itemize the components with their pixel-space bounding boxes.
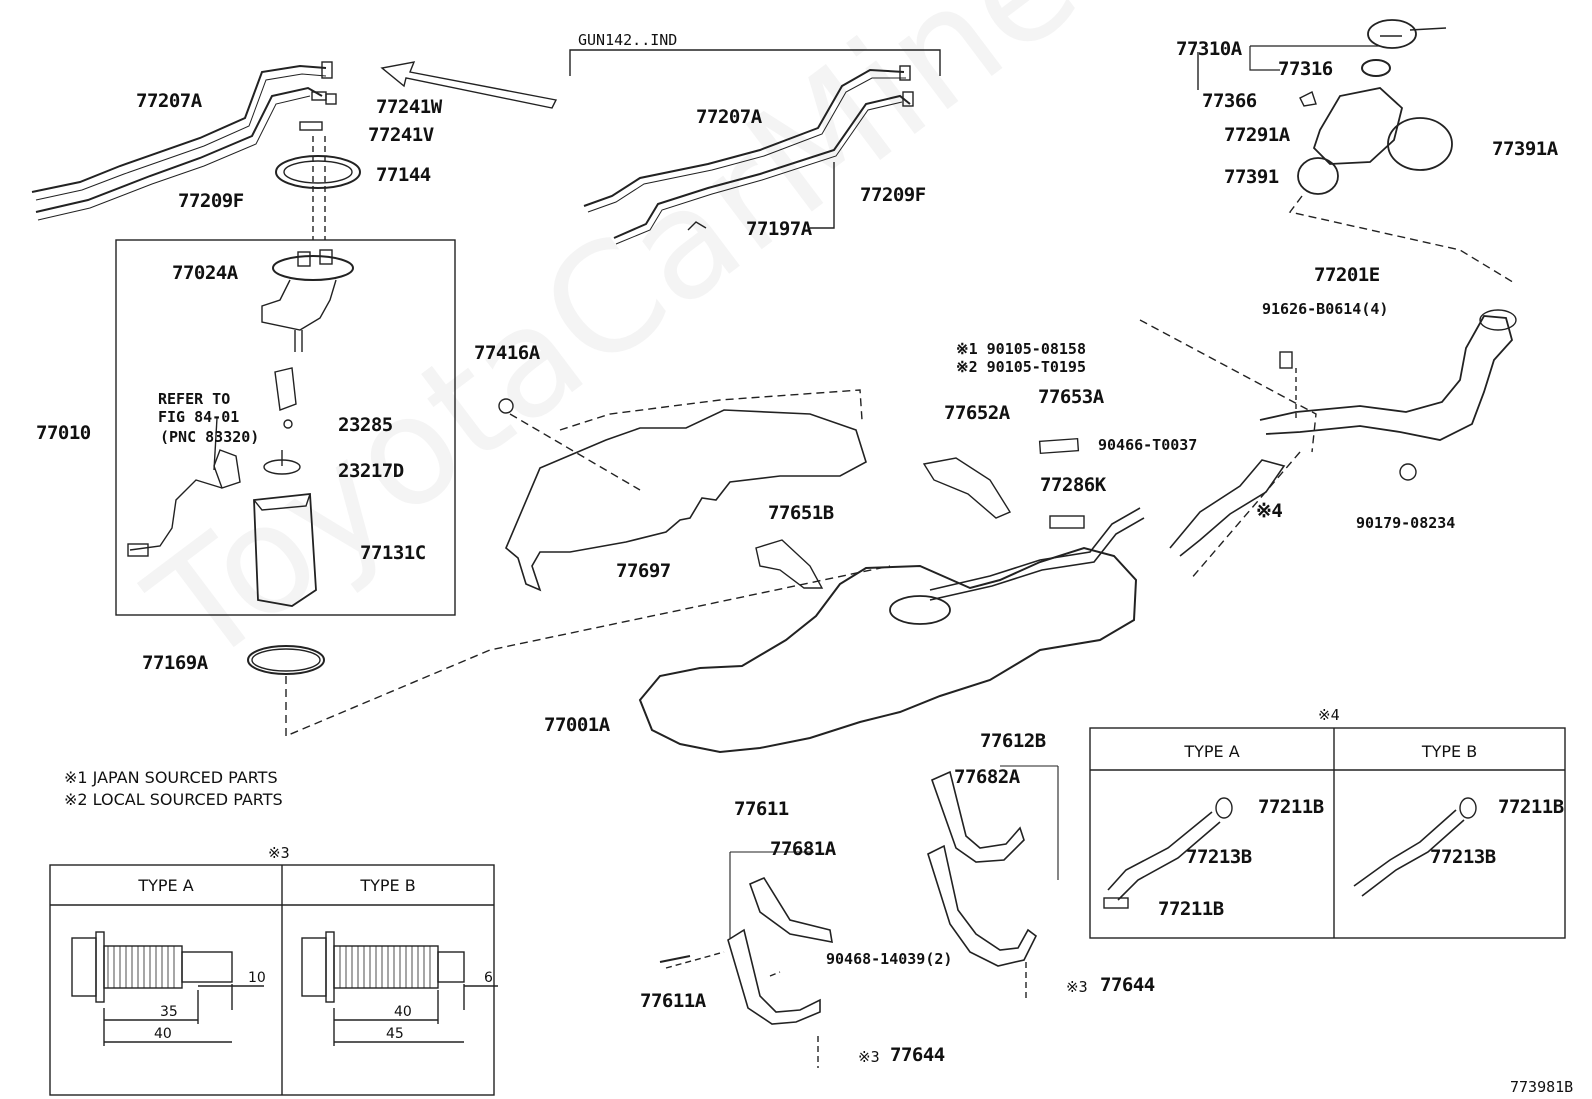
part-label-23217D[interactable]: 23217D xyxy=(338,460,404,482)
ref-bracket xyxy=(569,49,941,76)
bolt-label-japan[interactable]: ※1 90105-08158 xyxy=(956,340,1086,358)
bolt-type-a xyxy=(71,931,264,1046)
retainer-ring-77144 xyxy=(275,155,361,189)
fuel-pump-assy xyxy=(127,249,354,607)
bolt-type-b xyxy=(301,931,498,1046)
part-label-77286K[interactable]: 77286K xyxy=(1040,474,1106,496)
part-label-90179[interactable]: 90179-08234 xyxy=(1356,514,1456,532)
t4-b-part-77211B[interactable]: 77211B xyxy=(1498,796,1564,818)
part-label-77010[interactable]: 77010 xyxy=(36,422,91,444)
part-label-77310A[interactable]: 77310A xyxy=(1176,38,1242,60)
straps xyxy=(727,770,1038,1025)
part-label-77197A[interactable]: 77197A xyxy=(746,218,812,240)
dim-a-40: 40 xyxy=(154,1026,172,1042)
table4-type-b: TYPE B xyxy=(1421,742,1478,761)
table3-type-a: TYPE A xyxy=(138,876,194,895)
part-label-77653A[interactable]: 77653A xyxy=(1038,386,1104,408)
fuel-line-left xyxy=(31,61,333,221)
clips-77241 xyxy=(299,91,337,131)
part-label-77024A[interactable]: 77024A xyxy=(172,262,238,284)
direction-arrow xyxy=(380,61,558,109)
part-label-77391[interactable]: 77391 xyxy=(1224,166,1279,188)
part-label-77652A[interactable]: 77652A xyxy=(944,402,1010,424)
part-label-77207A[interactable]: 77207A xyxy=(136,90,202,112)
dim-b-45: 45 xyxy=(386,1026,404,1042)
note-local-sourced: ※2 LOCAL SOURCED PARTS xyxy=(64,790,283,809)
part-label-77682A[interactable]: 77682A xyxy=(954,766,1020,788)
filler-cap-group xyxy=(1297,19,1453,195)
mark-3-label-b: ※3 xyxy=(1066,978,1088,996)
strip-77651B xyxy=(755,539,824,589)
part-label-77644-right[interactable]: 77644 xyxy=(1100,974,1155,996)
part-label-77241V[interactable]: 77241V xyxy=(368,124,434,146)
part-label-77209F[interactable]: 77209F xyxy=(178,190,244,212)
part-label-77207A-right[interactable]: 77207A xyxy=(696,106,762,128)
dim-b-40: 40 xyxy=(394,1004,412,1020)
figure-code: 773981B xyxy=(1510,1078,1574,1096)
part-label-77366[interactable]: 77366 xyxy=(1202,90,1257,112)
ref-line-2: FIG 84-01 xyxy=(158,408,240,426)
part-label-77697[interactable]: 77697 xyxy=(616,560,671,582)
t4-a-part-77213B[interactable]: 77213B xyxy=(1186,846,1252,868)
part-label-77611A[interactable]: 77611A xyxy=(640,990,706,1012)
strip-77652A xyxy=(922,457,1012,519)
ref-line-3: (PNC 83320) xyxy=(160,428,260,446)
part-label-77209F-right[interactable]: 77209F xyxy=(860,184,926,206)
part-label-77169A[interactable]: 77169A xyxy=(142,652,208,674)
part-label-77611[interactable]: 77611 xyxy=(734,798,789,820)
fuel-pump-box xyxy=(115,239,456,616)
gasket-77169A xyxy=(247,645,325,675)
fuel-tank-77001A xyxy=(638,459,1286,754)
part-label-77651B[interactable]: 77651B xyxy=(768,502,834,524)
t4-a-part-77211B-top[interactable]: 77211B xyxy=(1258,796,1324,818)
part-label-77681A[interactable]: 77681A xyxy=(770,838,836,860)
protector-77697 xyxy=(505,409,867,592)
part-label-77612B[interactable]: 77612B xyxy=(980,730,1046,752)
part-label-77144[interactable]: 77144 xyxy=(376,164,431,186)
mark-3-label-a: ※3 xyxy=(858,1048,880,1066)
table4-type-a: TYPE A xyxy=(1184,742,1240,761)
fuel-line-right xyxy=(583,65,914,245)
detail-box-3 xyxy=(49,864,495,1096)
part-label-77241W[interactable]: 77241W xyxy=(376,96,442,118)
table3-type-b: TYPE B xyxy=(360,876,416,895)
part-label-77001A[interactable]: 77001A xyxy=(544,714,610,736)
note-japan-sourced: ※1 JAPAN SOURCED PARTS xyxy=(64,768,278,787)
t4-b-part-77213B[interactable]: 77213B xyxy=(1430,846,1496,868)
part-label-77316[interactable]: 77316 xyxy=(1278,58,1333,80)
mark-4-label: ※4 xyxy=(1256,500,1283,522)
ref-line-1: REFER TO xyxy=(158,390,231,408)
bolt-label-local[interactable]: ※2 90105-T0195 xyxy=(956,358,1086,376)
part-label-77416A[interactable]: 77416A xyxy=(474,342,540,364)
part-label-77131C[interactable]: 77131C xyxy=(360,542,426,564)
part-label-77201E[interactable]: 77201E xyxy=(1314,264,1380,286)
detail-box-4 xyxy=(1089,727,1566,939)
part-label-23285[interactable]: 23285 xyxy=(338,414,393,436)
clip-77286K xyxy=(1049,515,1085,529)
dim-b-6: 6 xyxy=(484,970,493,986)
part-label-90468[interactable]: 90468-14039(2) xyxy=(826,950,953,968)
dim-a-10: 10 xyxy=(248,970,266,986)
part-label-77391A[interactable]: 77391A xyxy=(1492,138,1558,160)
pad-77653A xyxy=(1038,437,1080,455)
part-label-77644-bottom[interactable]: 77644 xyxy=(890,1044,945,1066)
header-ref: GUN142..IND xyxy=(578,31,678,49)
part-label-77291A[interactable]: 77291A xyxy=(1224,124,1290,146)
table3-mark: ※3 xyxy=(268,844,290,862)
part-label-91626[interactable]: 91626-B0614(4) xyxy=(1262,300,1389,318)
filler-neck-77201E xyxy=(1259,309,1517,481)
t4-a-part-77211B-bottom[interactable]: 77211B xyxy=(1158,898,1224,920)
table4-mark: ※4 xyxy=(1318,706,1340,724)
dim-a-35: 35 xyxy=(160,1004,178,1020)
part-label-90466[interactable]: 90466-T0037 xyxy=(1098,436,1198,454)
